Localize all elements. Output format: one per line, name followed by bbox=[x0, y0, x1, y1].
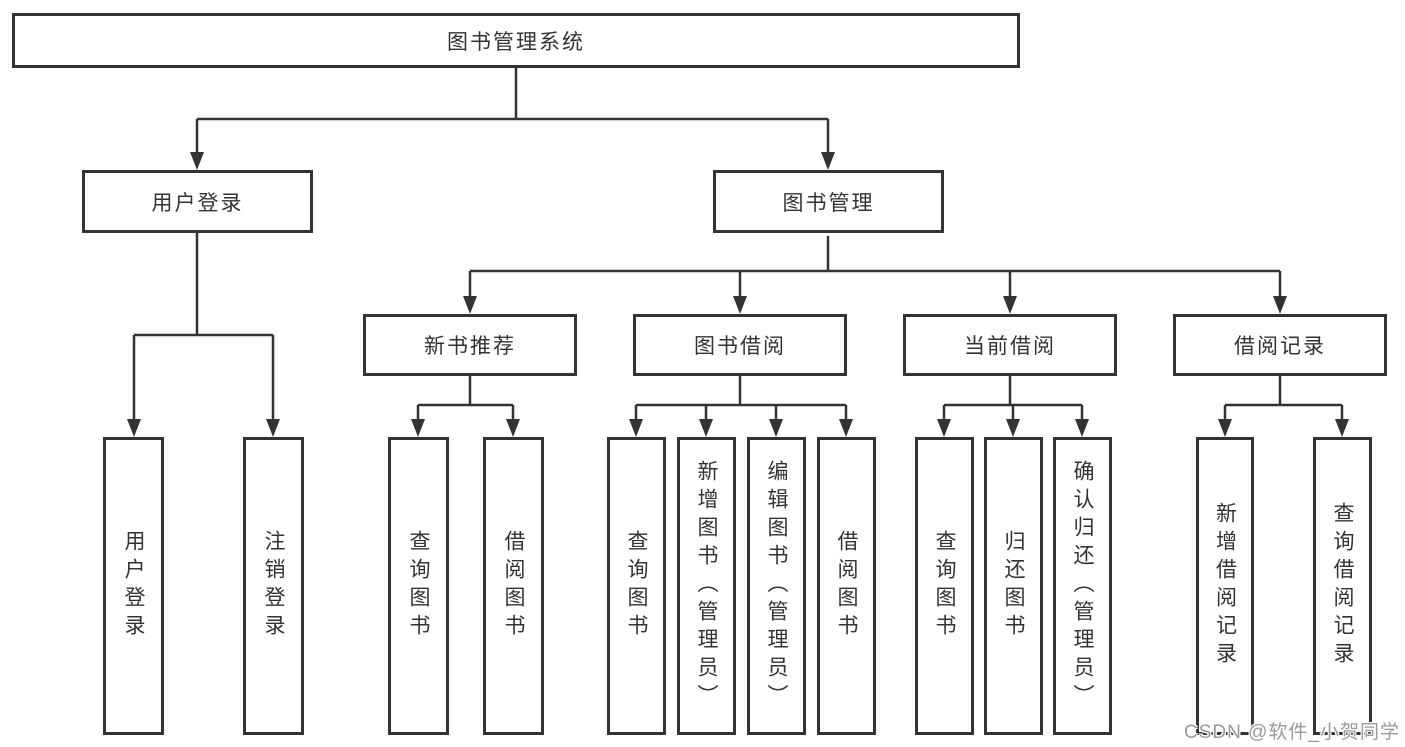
leaf-edit-books-admin: 编辑图书（管理员） bbox=[747, 437, 806, 735]
node-label: 图书管理系统 bbox=[447, 30, 585, 54]
node-library-management-system: 图书管理系统 bbox=[12, 13, 1020, 68]
node-label: 图书借阅 bbox=[694, 335, 786, 358]
node-label: 确认归还（管理员） bbox=[1071, 460, 1094, 712]
node-label: 新书推荐 bbox=[424, 335, 516, 358]
leaf-query-books-recommend: 查询图书 bbox=[388, 437, 449, 735]
node-label: 图书管理 bbox=[782, 191, 875, 215]
node-label: 注销登录 bbox=[262, 530, 285, 642]
node-label: 当前借阅 bbox=[964, 335, 1056, 358]
node-label: 查询借阅记录 bbox=[1331, 502, 1354, 670]
leaf-query-books-current: 查询图书 bbox=[915, 437, 974, 735]
watermark: CSDN @软件_小贺同学 bbox=[1184, 722, 1400, 743]
node-label: 借阅图书 bbox=[835, 530, 858, 642]
node-user-login: 用户登录 bbox=[82, 170, 313, 233]
leaf-add-borrowing-record: 新增借阅记录 bbox=[1196, 437, 1254, 735]
leaf-query-borrowing-record: 查询借阅记录 bbox=[1313, 437, 1372, 735]
leaf-add-books-admin: 新增图书（管理员） bbox=[677, 437, 736, 735]
leaf-borrow-books-recommend: 借阅图书 bbox=[483, 437, 544, 735]
leaf-query-books-borrow: 查询图书 bbox=[607, 437, 666, 735]
leaf-logout-login: 注销登录 bbox=[243, 437, 304, 735]
node-borrowing-records: 借阅记录 bbox=[1173, 314, 1387, 376]
node-label: 新增图书（管理员） bbox=[695, 460, 718, 712]
leaf-confirm-return-admin: 确认归还（管理员） bbox=[1053, 437, 1112, 735]
node-label: 归还图书 bbox=[1002, 530, 1025, 642]
node-book-management: 图书管理 bbox=[713, 170, 944, 233]
node-label: 用户登录 bbox=[122, 530, 145, 642]
node-label: 新增借阅记录 bbox=[1213, 502, 1237, 670]
node-label: 查询图书 bbox=[407, 530, 430, 642]
leaf-borrow-books: 借阅图书 bbox=[817, 437, 876, 735]
node-book-borrowing: 图书借阅 bbox=[633, 314, 847, 376]
node-label: 借阅记录 bbox=[1234, 335, 1326, 358]
node-current-borrowing: 当前借阅 bbox=[903, 314, 1117, 376]
leaf-user-login: 用户登录 bbox=[103, 437, 164, 735]
arrowheads bbox=[127, 152, 1349, 437]
node-label: 用户登录 bbox=[151, 191, 244, 215]
node-new-book-recommendation: 新书推荐 bbox=[363, 314, 577, 376]
node-label: 编辑图书（管理员） bbox=[765, 460, 788, 712]
node-label: 借阅图书 bbox=[502, 530, 525, 642]
node-label: 查询图书 bbox=[933, 530, 956, 642]
leaf-return-books: 归还图书 bbox=[984, 437, 1043, 735]
node-label: 查询图书 bbox=[625, 530, 648, 642]
